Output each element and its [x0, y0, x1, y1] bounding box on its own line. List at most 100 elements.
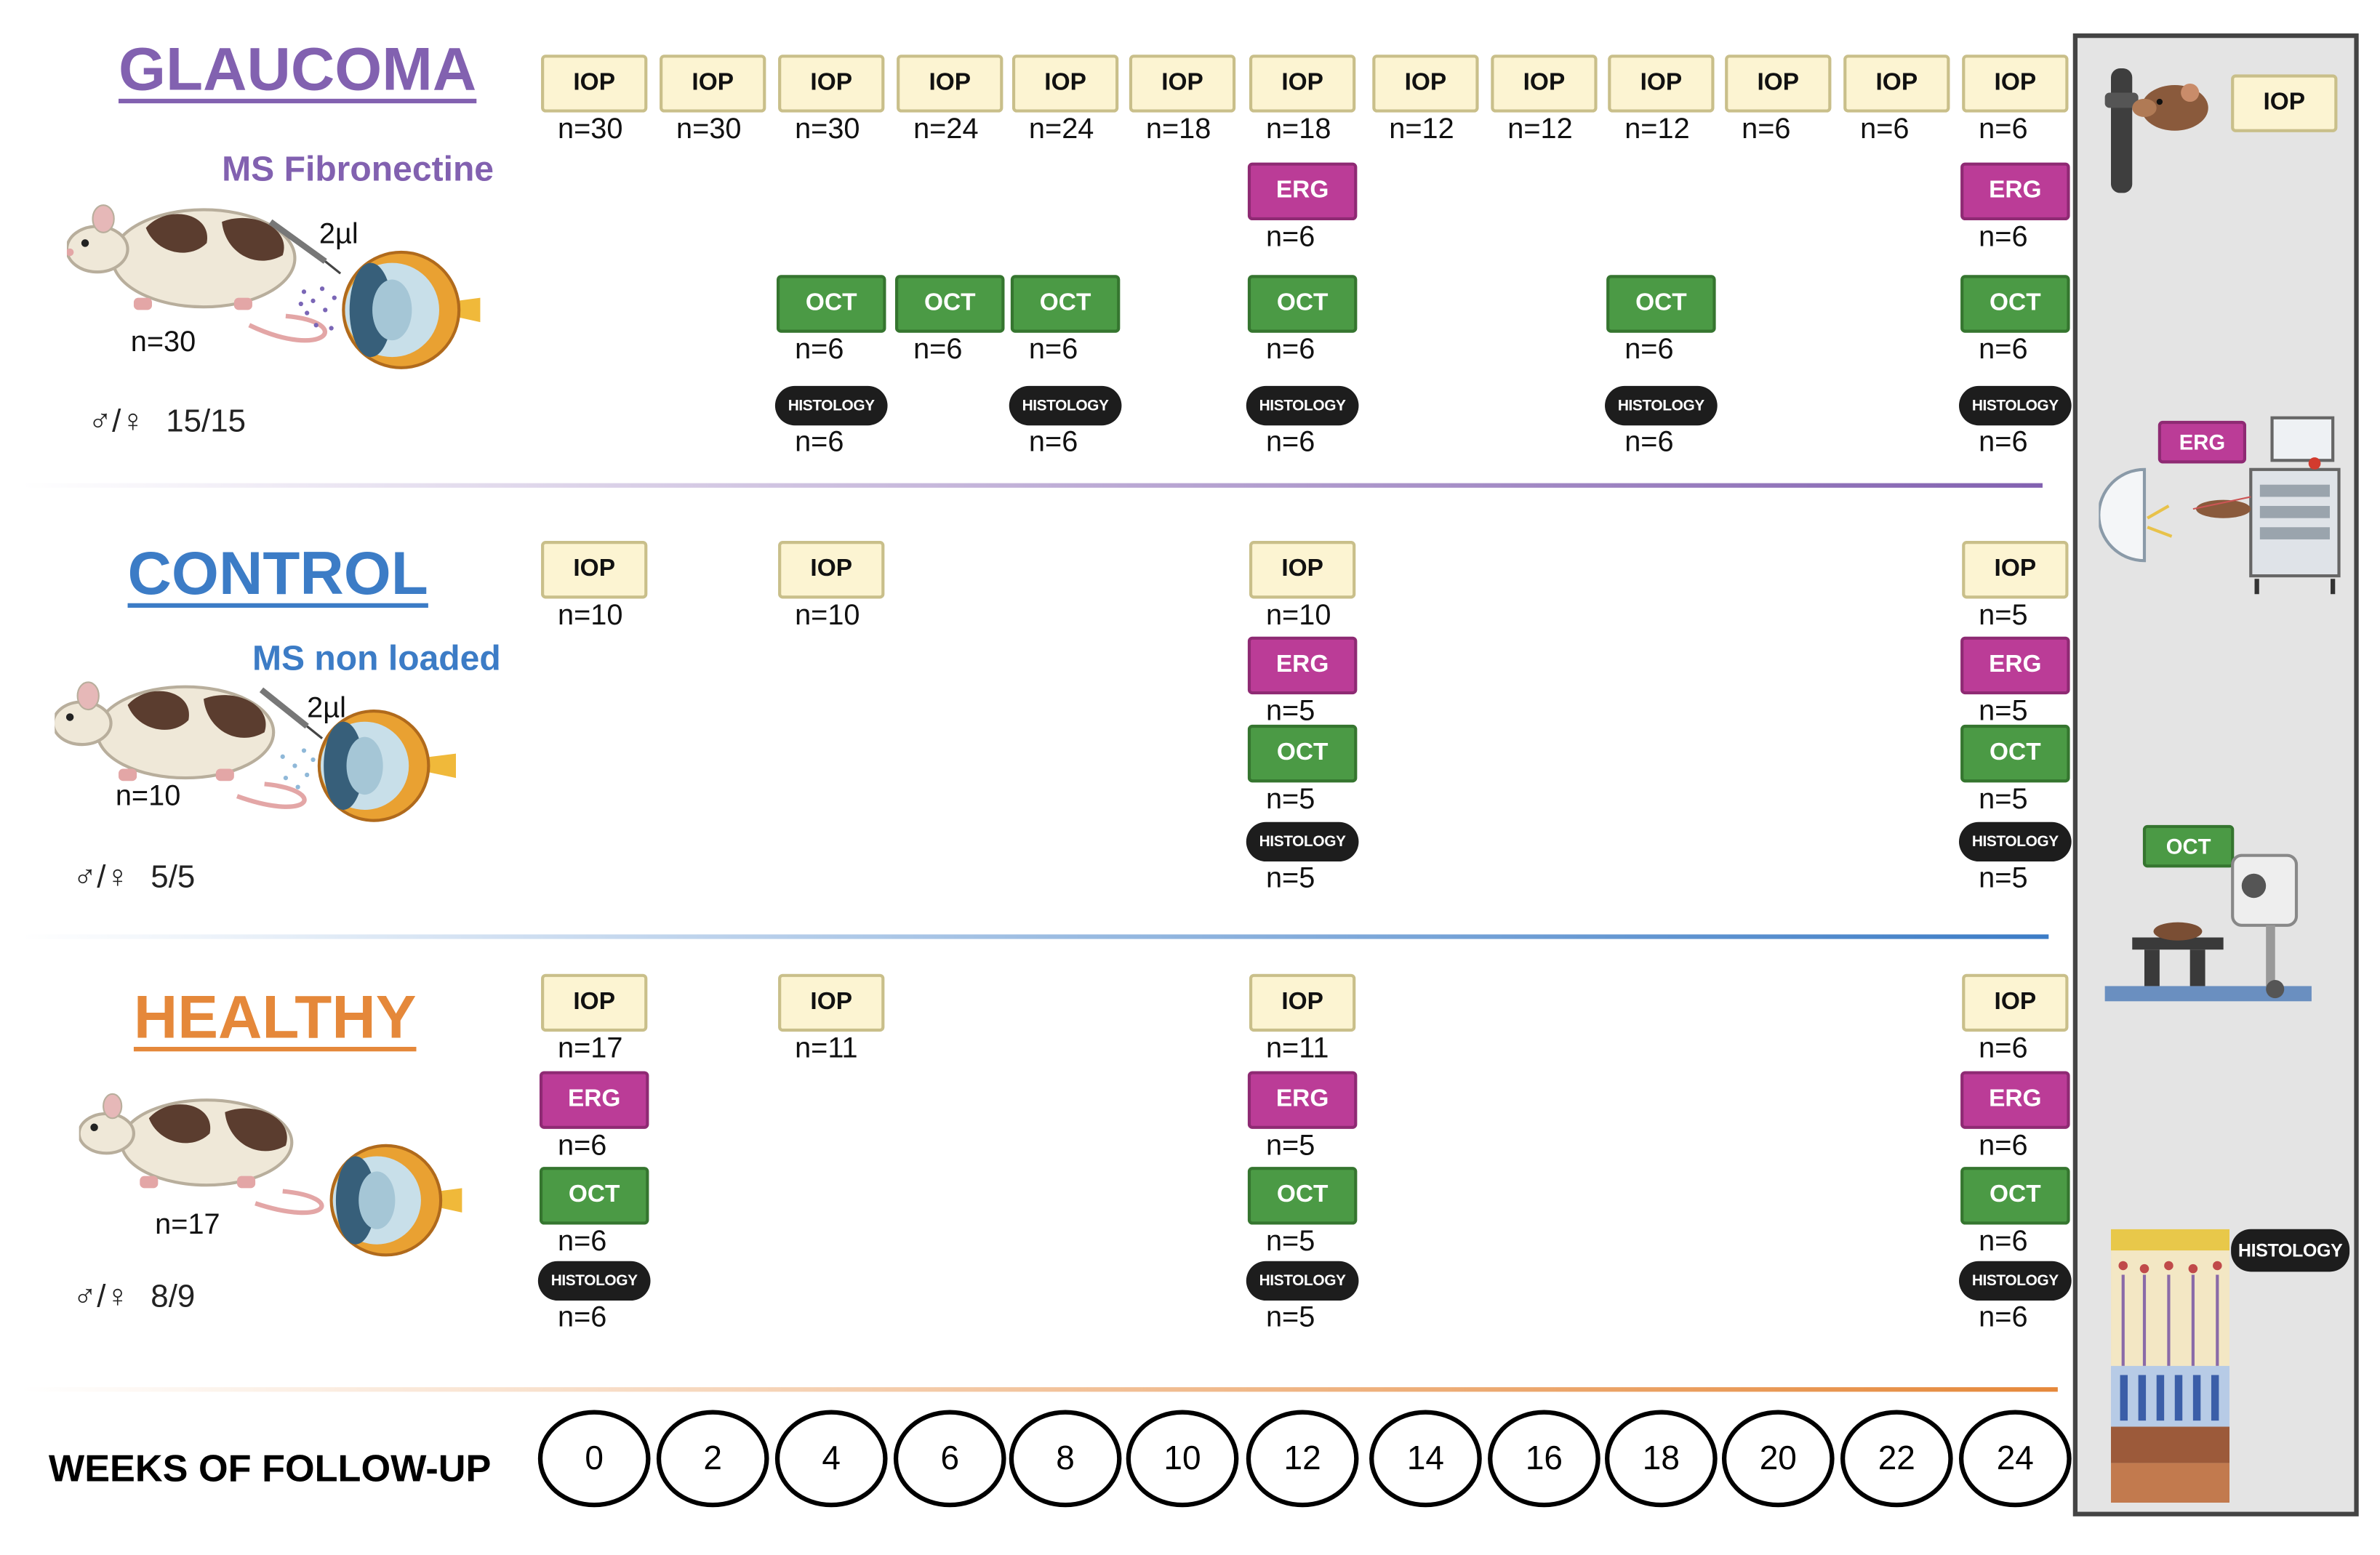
glaucoma-iop-badge: IOP — [1843, 55, 1950, 113]
healthy-rat-illustration — [79, 1093, 462, 1257]
week-marker: 4 — [774, 1410, 888, 1508]
control-erg-badge: ERG — [1960, 636, 2070, 695]
rat-icon — [79, 1093, 324, 1216]
week-marker: 8 — [1009, 1410, 1122, 1508]
control-oct-n: n=5 — [1979, 784, 2028, 816]
healthy-erg-n: n=5 — [1265, 1130, 1315, 1162]
glaucoma-histology-n: n=6 — [795, 427, 844, 459]
glaucoma-erg-n: n=6 — [1979, 222, 2028, 254]
eye-icon — [342, 250, 481, 369]
legend-erg-badge: ERG — [2157, 420, 2247, 464]
glaucoma-oct-n: n=6 — [1979, 334, 2028, 366]
glaucoma-oct-badge: OCT — [895, 275, 1005, 333]
control-divider — [21, 934, 2049, 939]
healthy-erg-badge: ERG — [539, 1071, 649, 1129]
glaucoma-histology-n: n=6 — [1979, 427, 2028, 459]
glaucoma-iop-badge: IOP — [1962, 55, 2069, 113]
glaucoma-iop-n: n=12 — [1624, 113, 1690, 146]
week-marker: 18 — [1605, 1410, 1718, 1508]
healthy-iop-n: n=6 — [1979, 1033, 2028, 1066]
healthy-histology-n: n=6 — [558, 1302, 607, 1335]
week-marker: 24 — [1959, 1410, 2072, 1508]
week-marker: 14 — [1369, 1410, 1482, 1508]
healthy-iop-badge: IOP — [1249, 973, 1356, 1032]
glaucoma-iop-badge: IOP — [1011, 55, 1119, 113]
healthy-oct-badge: OCT — [1247, 1167, 1358, 1225]
sex-ratio: 5/5 — [151, 859, 196, 896]
glaucoma-oct-n: n=6 — [1265, 334, 1315, 366]
healthy-iop-badge: IOP — [1962, 973, 2069, 1032]
particles-icon — [280, 748, 316, 789]
legend-oct-badge: OCT — [2142, 824, 2235, 868]
week-marker: 2 — [656, 1410, 769, 1508]
glaucoma-iop-badge: IOP — [660, 55, 766, 113]
sex-symbol-icon: ♂/♀ — [73, 1279, 130, 1314]
control-subtitle: MS non loaded — [252, 638, 501, 678]
week-marker: 20 — [1721, 1410, 1835, 1508]
glaucoma-iop-n: n=24 — [1028, 113, 1094, 146]
glaucoma-oct-n: n=6 — [913, 334, 963, 366]
glaucoma-iop-n: n=24 — [913, 113, 979, 146]
healthy-iop-badge: IOP — [541, 973, 648, 1032]
control-iop-badge: IOP — [1962, 541, 2069, 599]
healthy-histology-n: n=6 — [1979, 1302, 2028, 1335]
timeline-label: WEEKS OF FOLLOW-UP — [48, 1447, 492, 1491]
control-erg-badge: ERG — [1247, 636, 1358, 695]
legend-iop-badge: IOP — [2231, 74, 2338, 132]
glaucoma-histology-badge: HISTOLOGY — [774, 385, 888, 426]
control-injection-volume: 2µl — [307, 693, 346, 725]
healthy-n: n=17 — [155, 1209, 220, 1242]
healthy-iop-n: n=11 — [1265, 1033, 1329, 1066]
control-iop-badge: IOP — [1249, 541, 1356, 599]
healthy-erg-n: n=6 — [558, 1130, 607, 1162]
sex-symbol-icon: ♂/♀ — [88, 403, 145, 440]
erg-machine-icon — [2099, 416, 2341, 595]
healthy-sex: ♂/♀ 8/9 — [73, 1279, 195, 1316]
control-erg-n: n=5 — [1265, 696, 1315, 728]
particles-icon — [298, 286, 337, 331]
retina-histology-icon — [2111, 1229, 2230, 1503]
week-marker: 12 — [1246, 1410, 1359, 1508]
healthy-histology-badge: HISTOLOGY — [1959, 1261, 2072, 1301]
glaucoma-iop-badge: IOP — [1249, 55, 1356, 113]
glaucoma-iop-badge: IOP — [541, 55, 648, 113]
glaucoma-histology-badge: HISTOLOGY — [1605, 385, 1718, 426]
week-marker: 22 — [1840, 1410, 1953, 1508]
glaucoma-title: GLAUCOMA — [119, 36, 477, 104]
glaucoma-oct-badge: OCT — [1960, 275, 2070, 333]
week-marker: 10 — [1126, 1410, 1239, 1508]
control-iop-n: n=10 — [1265, 600, 1331, 632]
control-histology-badge: HISTOLOGY — [1959, 821, 2072, 862]
healthy-oct-badge: OCT — [1960, 1167, 2070, 1225]
glaucoma-histology-n: n=6 — [1265, 427, 1315, 459]
control-oct-badge: OCT — [1960, 724, 2070, 783]
eye-icon — [317, 710, 456, 822]
healthy-title: HEALTHY — [133, 984, 417, 1052]
glaucoma-rat-injection-illustration — [66, 204, 481, 369]
glaucoma-oct-n: n=6 — [1028, 334, 1078, 366]
glaucoma-iop-n: n=6 — [1742, 113, 1791, 146]
glaucoma-oct-badge: OCT — [776, 275, 886, 333]
glaucoma-iop-n: n=30 — [558, 113, 623, 146]
glaucoma-histology-badge: HISTOLOGY — [1009, 385, 1122, 426]
glaucoma-histology-badge: HISTOLOGY — [1246, 385, 1359, 426]
glaucoma-injection-volume: 2µl — [318, 218, 358, 251]
healthy-oct-n: n=6 — [558, 1226, 607, 1258]
sex-symbol-icon: ♂/♀ — [73, 859, 130, 896]
healthy-histology-badge: HISTOLOGY — [1246, 1261, 1359, 1301]
control-iop-n: n=10 — [558, 600, 623, 632]
week-marker: 16 — [1488, 1410, 1600, 1508]
week-marker: 6 — [893, 1410, 1006, 1508]
control-oct-n: n=5 — [1265, 784, 1315, 816]
glaucoma-erg-badge: ERG — [1960, 162, 2070, 221]
healthy-oct-badge: OCT — [539, 1167, 649, 1225]
syringe-icon — [259, 687, 324, 739]
glaucoma-oct-n: n=6 — [1624, 334, 1674, 366]
week-marker: 0 — [537, 1410, 651, 1508]
eye-icon — [329, 1144, 462, 1257]
glaucoma-n: n=30 — [130, 326, 196, 359]
glaucoma-erg-n: n=6 — [1265, 222, 1315, 254]
healthy-iop-n: n=11 — [795, 1033, 858, 1066]
healthy-oct-n: n=5 — [1265, 1226, 1315, 1258]
sex-ratio: 8/9 — [151, 1279, 196, 1314]
